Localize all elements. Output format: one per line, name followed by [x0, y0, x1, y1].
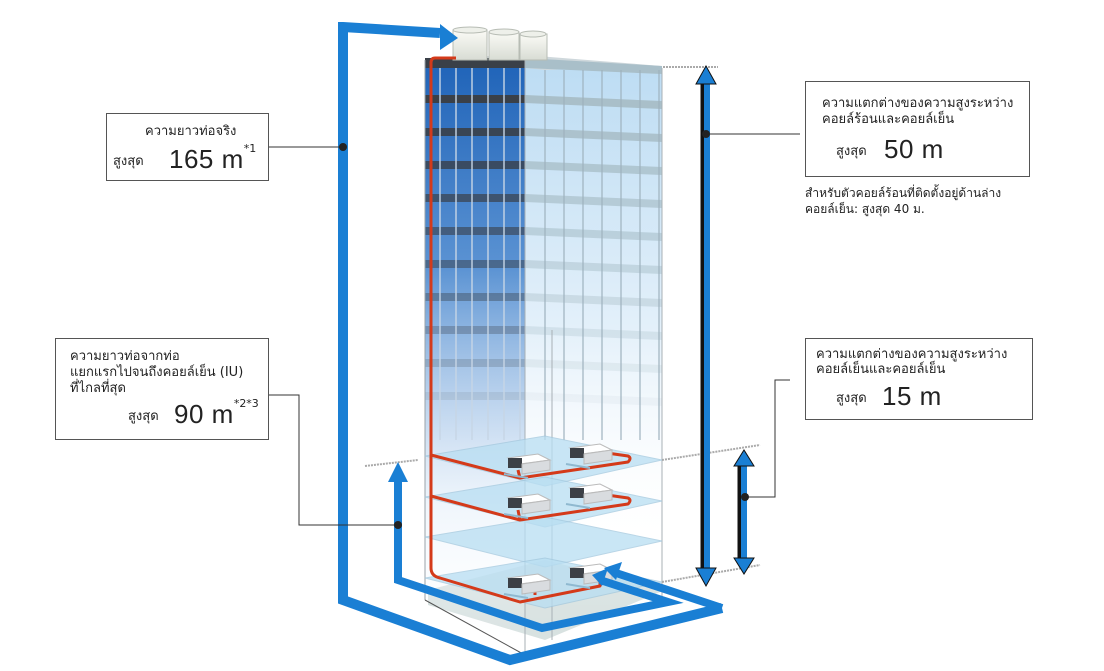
value-text: 90 m: [174, 399, 234, 429]
building-edge: [424, 599, 526, 656]
refrigerant-pipe: [429, 56, 632, 604]
floor-band: [425, 161, 525, 169]
footnote-outdoor-below: สำหรับตัวคอยล์ร้อนที่ติดตั้งอยู่ด้านล่าง…: [805, 185, 1001, 217]
floor-band: [425, 95, 525, 103]
outdoor-unit: [519, 30, 548, 61]
callout-title-line1: ความแตกต่างของความสูงระหว่าง: [822, 96, 1014, 111]
callout-title-line1: ความแตกต่างของความสูงระหว่าง: [816, 347, 1008, 362]
indoor-unit: [503, 493, 552, 519]
indoor-unit: [503, 573, 552, 599]
footnote-marker: *1: [243, 142, 257, 155]
indoor-unit: [503, 453, 552, 479]
max-value: 165 m*1: [169, 142, 257, 175]
floor-band: [425, 227, 525, 235]
height-arrow-15m: [733, 449, 755, 575]
pipe-route-actual-length: [338, 22, 724, 666]
floor-band: [525, 359, 662, 373]
pipe-route-first-branch: [388, 462, 684, 633]
floor-band: [525, 128, 662, 142]
arrow-head: [388, 462, 408, 482]
arrow-head: [592, 568, 608, 586]
floor-plate: [424, 516, 663, 568]
roof-band-left: [425, 58, 525, 68]
floor-band: [425, 194, 525, 202]
callout-title: ความยาวท่อจริง: [145, 124, 237, 139]
arrow-head: [604, 562, 622, 580]
floor-band: [425, 392, 525, 400]
callout-actual-pipe-length: ความยาวท่อจริง สูงสุด 165 m*1: [106, 113, 269, 181]
floor-band: [525, 326, 662, 340]
callout-title-line3: ที่ไกลที่สุด: [70, 381, 126, 396]
footnote-marker: *2*3: [233, 397, 259, 410]
max-label: สูงสุด: [113, 154, 144, 169]
floor-band: [425, 359, 525, 367]
callout-height-indoor-indoor: ความแตกต่างของความสูงระหว่าง คอยล์เย็นแล…: [805, 338, 1033, 420]
floor-band: [525, 161, 662, 175]
floor-band: [425, 326, 525, 334]
max-value: 50 m: [884, 134, 944, 164]
callout-title-line2: คอยล์เย็นและคอยล์เย็น: [816, 362, 946, 377]
max-value: 15 m: [882, 381, 942, 411]
callout-title-line2: แยกแรกไปจนถึงคอยล์เย็น (IU): [70, 365, 244, 380]
floor-band: [525, 392, 662, 406]
callout-title-line2: คอยล์ร้อนและคอยล์เย็น: [822, 112, 955, 127]
roof-band-right: [525, 58, 662, 74]
max-label: สูงสุด: [128, 409, 159, 424]
callout-title-line1: ความยาวท่อจากท่อ: [70, 349, 180, 364]
floor-band: [525, 260, 662, 274]
floor-band: [425, 293, 525, 301]
leader-dots: [339, 130, 749, 529]
callout-height-outdoor-indoor: ความแตกต่างของความสูงระหว่าง คอยล์ร้อนแล…: [805, 81, 1030, 177]
floor-band: [425, 128, 525, 136]
callout-first-branch-length: ความยาวท่อจากท่อ แยกแรกไปจนถึงคอยล์เย็น …: [55, 338, 269, 440]
floor-band: [525, 227, 662, 241]
outdoor-units: [452, 26, 548, 61]
floor-band: [525, 95, 662, 109]
value-text: 165 m: [169, 144, 244, 174]
note-line2: คอยล์เย็น: สูงสุด 40 ม.: [805, 202, 925, 216]
arrow-head: [440, 24, 458, 50]
indoor-unit: [565, 483, 614, 509]
outdoor-unit: [452, 26, 488, 61]
floor-band: [525, 194, 662, 208]
leader-lines: [268, 133, 800, 526]
note-line1: สำหรับตัวคอยล์ร้อนที่ติดตั้งอยู่ด้านล่าง: [805, 186, 1002, 200]
max-value: 90 m*2*3: [174, 397, 259, 430]
indoor-unit: [565, 443, 614, 469]
max-label: สูงสุด: [836, 391, 867, 406]
height-arrow-50m: [695, 64, 717, 588]
floor-band: [525, 293, 662, 307]
max-label: สูงสุด: [836, 144, 867, 159]
floor-band: [425, 260, 525, 268]
outdoor-unit: [488, 28, 520, 61]
